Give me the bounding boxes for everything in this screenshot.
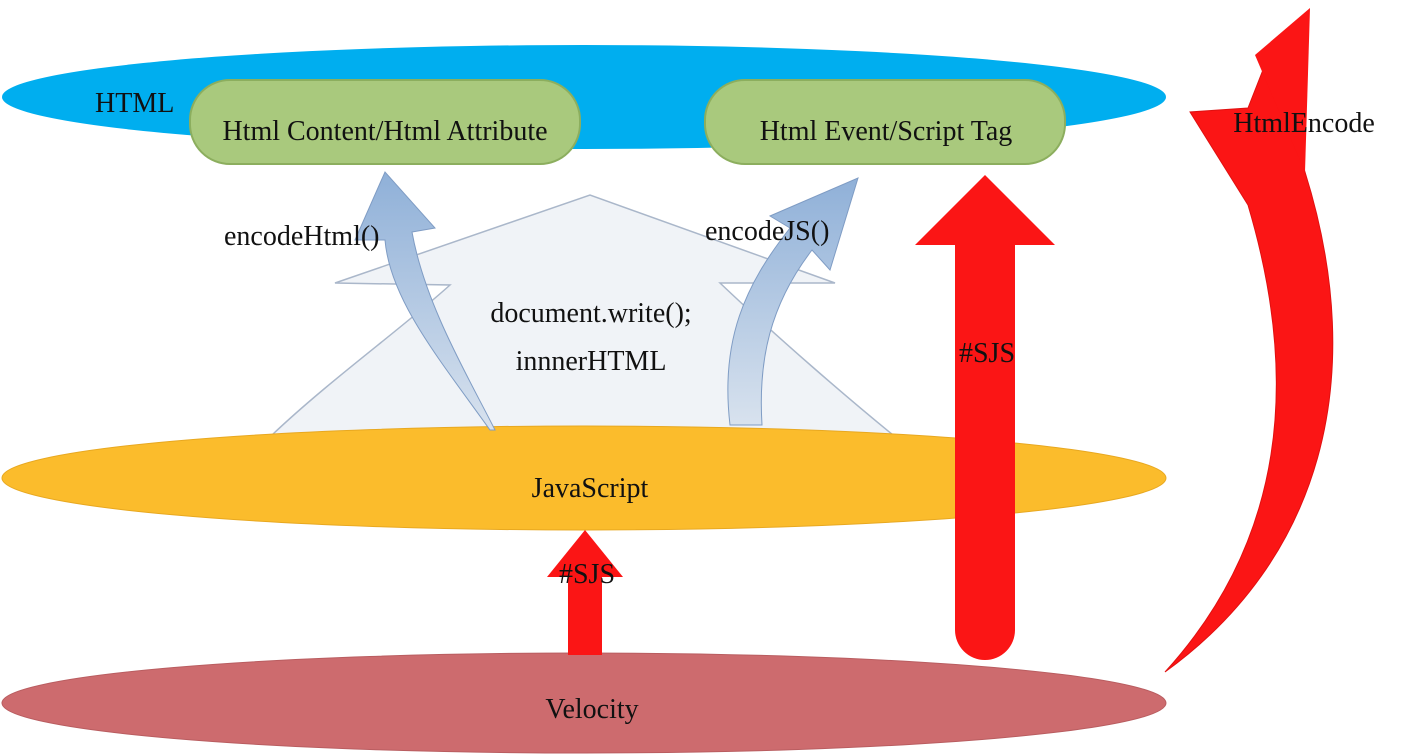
encode-html-label: encodeHtml()	[224, 221, 380, 252]
html-encode-curved-arrow	[1164, 50, 1334, 673]
encode-js-label: encodeJS()	[705, 216, 829, 247]
html-layer-label: HTML	[95, 88, 174, 119]
html-event-context-box	[704, 79, 1066, 165]
encode-html-arrow	[354, 171, 496, 431]
javascript-layer-ellipse	[1, 425, 1167, 531]
sjs-tall-arrow	[915, 175, 1055, 660]
javascript-layer-label: JavaScript	[532, 473, 649, 504]
html-encode-label: HtmlEncode	[1233, 108, 1375, 139]
html-encode-arrowhead	[1255, 8, 1310, 172]
dom-write-label: document.write();	[490, 298, 691, 329]
html-content-context-box	[189, 79, 581, 165]
sjs-upper-label: #SJS	[959, 338, 1015, 369]
sjs-short-arrow	[547, 530, 623, 655]
html-event-label: Html Event/Script Tag	[760, 116, 1013, 147]
dom-inner-label: innnerHTML	[516, 346, 667, 377]
encode-js-arrow	[727, 177, 859, 426]
html-content-label: Html Content/Html Attribute	[222, 116, 547, 147]
velocity-layer-label: Velocity	[545, 694, 638, 725]
sjs-lower-label: #SJS	[559, 559, 615, 590]
